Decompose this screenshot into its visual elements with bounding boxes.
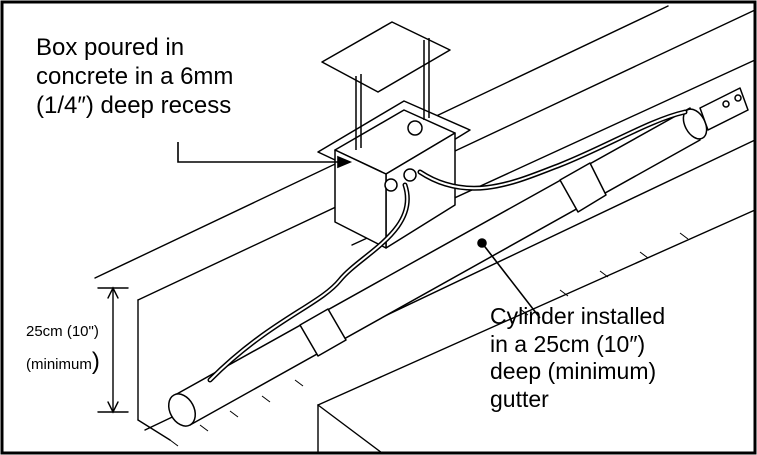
hydraulic-hoses-inner (209, 111, 686, 381)
box-recess-label: Box poured in concrete in a 6mm (1/4″) d… (36, 34, 233, 120)
cylinder-label-line-2: in a 25cm (10″) (490, 330, 646, 357)
control-box (317, 100, 471, 249)
depth-label-line-2: (minimum) (26, 343, 100, 380)
hydraulic-cylinder (167, 87, 749, 427)
depth-dimension-label: 25cm (10") (minimum) (26, 320, 100, 380)
depth-label-paren: ) (91, 348, 100, 376)
depth-label-line-1: 25cm (10") (26, 323, 99, 340)
cylinder-label-line-3: deep (minimum) (490, 358, 657, 385)
box-label-line-2: concrete in a 6mm (36, 62, 234, 90)
leader-lines (177, 142, 541, 319)
cylinder-label-line-1: Cylinder installed (490, 303, 666, 329)
cylinder-gutter-label: Cylinder installed in a 25cm (10″) deep … (490, 303, 665, 413)
box-label-line-3: (1/4″) deep recess (36, 91, 232, 119)
cylinder-label-line-4: gutter (490, 385, 549, 412)
depth-label-minimum: (minimum (26, 356, 92, 374)
gutter-hatching (169, 232, 689, 447)
box-lid (321, 21, 451, 150)
box-label-line-1: Box poured in (36, 34, 185, 61)
